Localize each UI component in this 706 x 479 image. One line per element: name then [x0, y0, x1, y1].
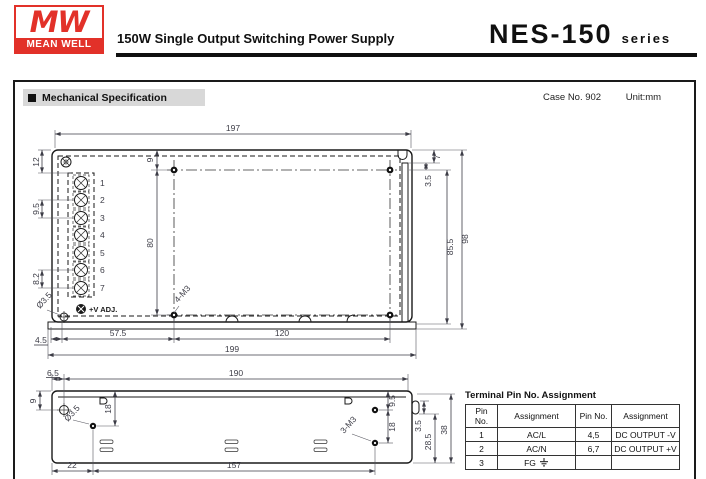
pin-1-assignment: AC/L [497, 427, 576, 442]
pin-45-assignment: DC OUTPUT -V [611, 427, 680, 442]
terminal-3: 3 [100, 213, 105, 223]
logo-brand-name: MEAN WELL [16, 38, 102, 52]
logo-monogram: MW [29, 5, 90, 39]
top-view-drawing: 1 2 3 4 5 6 [31, 123, 470, 359]
dim-190: 190 [229, 370, 243, 378]
pin-row-1: 1 AC/L 4,5 DC OUTPUT -V [465, 427, 680, 442]
side-mounting-holes-label: 3-M3 [338, 414, 359, 435]
section-square-icon [28, 93, 36, 102]
pin-67-assignment: DC OUTPUT +V [611, 441, 680, 456]
dim-8p2: 8.2 [31, 273, 41, 285]
dim-9p5: 9.5 [31, 203, 41, 215]
terminal-2: 2 [100, 195, 105, 205]
case-number: Case No. 902 [543, 92, 602, 103]
pin-table-header-row: Pin No. Assignment Pin No. Assignment [465, 404, 680, 428]
terminal-7: 7 [100, 283, 105, 293]
dim-38: 38 [439, 425, 449, 435]
terminal-6: 6 [100, 265, 105, 275]
dim-120: 120 [275, 328, 289, 338]
terminal-block: 1 2 3 4 5 6 [67, 172, 105, 298]
side-case-outline [51, 390, 420, 464]
content-frame: Mechanical Specification Case No. 902 Un… [13, 80, 696, 479]
pin-row-3: 3 FG [465, 455, 680, 470]
unit-label: Unit:mm [625, 92, 662, 103]
col-assignment-1: Assignment [497, 404, 576, 428]
col-pin-no-1: Pin No. [465, 404, 498, 428]
pin-1: 1 [465, 427, 498, 442]
dim-6p5: 6.5 [47, 370, 59, 378]
pin-2-assignment: AC/N [497, 441, 576, 456]
dim-4p5: 4.5 [35, 335, 47, 345]
dim-57p5: 57.5 [110, 328, 127, 338]
model-series: series [621, 31, 672, 46]
dim-22: 22 [67, 460, 77, 470]
hole-dia-label: Ø3.5 [34, 290, 54, 311]
dim-98: 98 [460, 234, 470, 244]
ground-icon [539, 458, 548, 467]
dim-28p5: 28.5 [423, 433, 433, 450]
corner-screw-icon [60, 156, 72, 168]
dim-197: 197 [226, 123, 240, 133]
case-info: Case No. 902 Unit:mm [543, 92, 683, 103]
header-rule [116, 53, 697, 57]
model-name-block: NES-150 series [489, 19, 671, 50]
pin-empty-1 [575, 455, 612, 470]
dim-157: 157 [227, 460, 241, 470]
dim-3p5: 3.5 [423, 175, 433, 187]
page-title: 150W Single Output Switching Power Suppl… [117, 31, 395, 46]
meanwell-logo: MW MEAN WELL [14, 5, 104, 54]
section-header: Mechanical Specification [23, 89, 205, 106]
dim-199: 199 [225, 344, 239, 354]
mounting-holes-label: 4-M3 [172, 283, 193, 304]
model-number: NES-150 [489, 19, 613, 49]
dim-18-right: 18 [387, 422, 397, 432]
side-holes [57, 403, 379, 447]
pin-row-2: 2 AC/N 6,7 DC OUTPUT +V [465, 441, 680, 456]
case-outline [47, 149, 417, 330]
pin-67: 6,7 [575, 441, 612, 456]
pin-table-title: Terminal Pin No. Assignment [465, 390, 596, 401]
dim-80: 80 [145, 238, 155, 248]
section-title: Mechanical Specification [42, 91, 167, 104]
dim-7: 7 [432, 154, 442, 159]
terminal-5: 5 [100, 248, 105, 258]
top-view-dimensions: 197 12 9.5 8.2 9 80 7 [31, 123, 470, 359]
side-view-drawing: 6.5 190 9 18 9.5 18 3.5 [28, 370, 455, 475]
dim-85p5: 85.5 [445, 238, 455, 255]
pin-empty-2 [611, 455, 680, 470]
dim-12: 12 [31, 157, 41, 167]
dim-9p5-right: 9.5 [387, 395, 397, 407]
pin-3: 3 [465, 455, 498, 470]
pin-3-assignment: FG [497, 455, 576, 470]
vadj-label: +V ADJ. [89, 305, 117, 314]
corner-hole-icon [58, 311, 70, 323]
pin-2: 2 [465, 441, 498, 456]
vadj-potentiometer: +V ADJ. [76, 304, 117, 314]
col-pin-no-2: Pin No. [575, 404, 612, 428]
dim-18-left: 18 [103, 404, 113, 414]
pin-assignment-table: Terminal Pin No. Assignment Pin No. Assi… [465, 390, 680, 470]
side-view-dimensions: 6.5 190 9 18 9.5 18 3.5 [28, 370, 455, 475]
pin-45: 4,5 [575, 427, 612, 442]
col-assignment-2: Assignment [611, 404, 680, 428]
fg-label: FG [524, 457, 536, 468]
terminal-1: 1 [100, 178, 105, 188]
mounting-holes [167, 160, 397, 325]
terminal-4: 4 [100, 230, 105, 240]
dim-tab-3p5: 3.5 [413, 420, 423, 432]
dim-9: 9 [145, 157, 155, 162]
dim-side-9: 9 [28, 398, 38, 403]
